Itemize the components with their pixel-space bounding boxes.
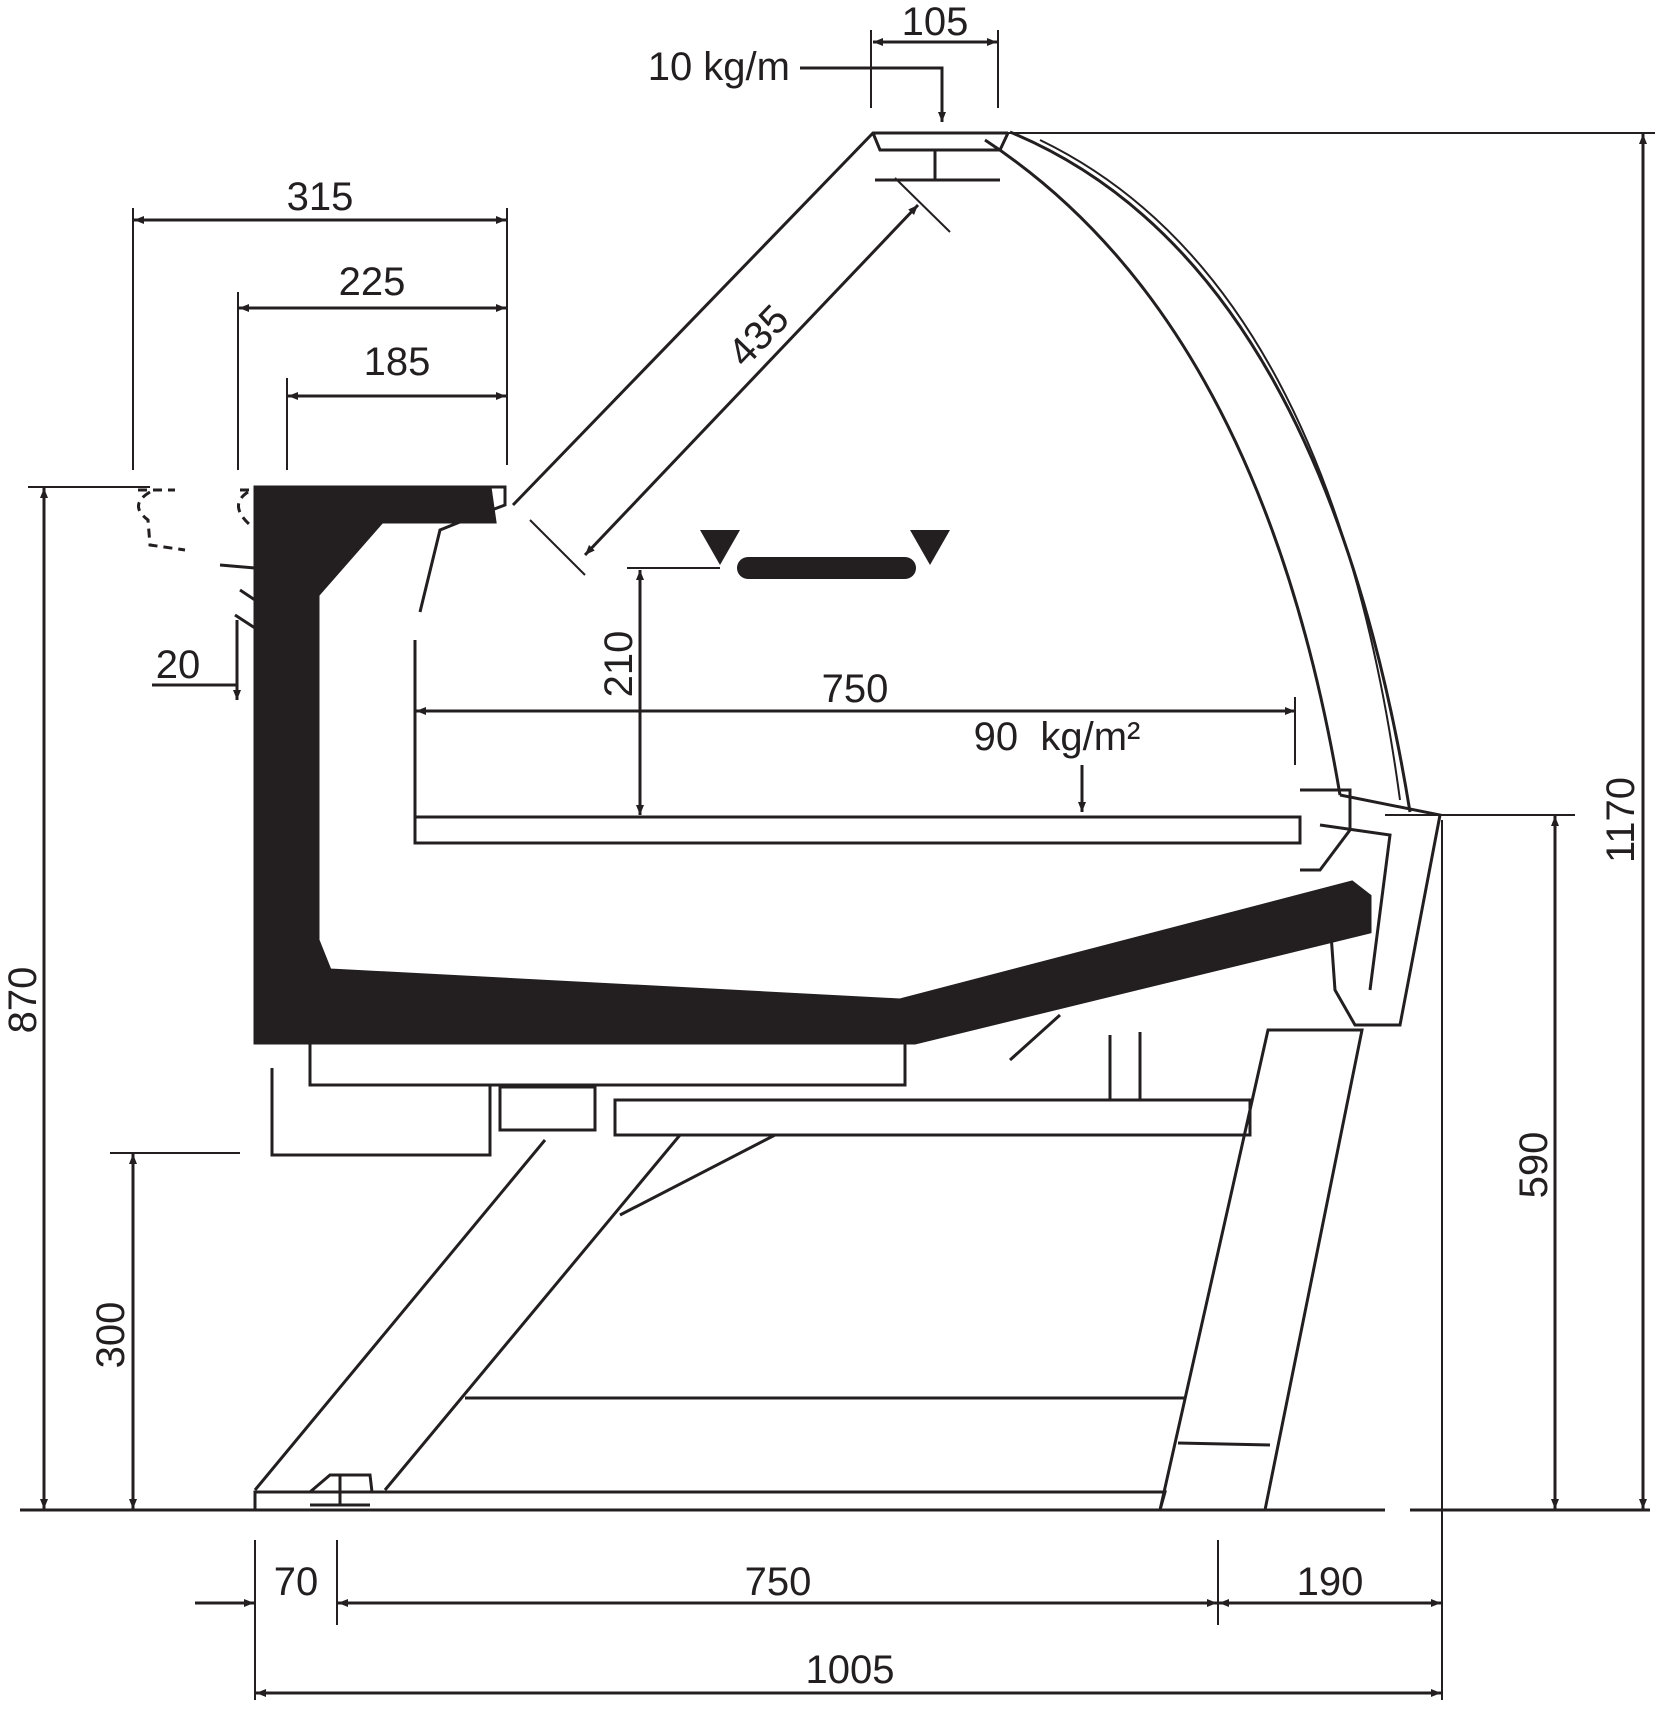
left-leg — [253, 1133, 776, 1491]
crossbeam — [613, 1098, 1252, 1137]
dim-20-line — [152, 620, 237, 700]
label-300: 300 — [89, 1302, 133, 1369]
floor-tray — [253, 1396, 1185, 1512]
label-315: 315 — [287, 175, 354, 219]
label-435: 435 — [720, 297, 798, 376]
frame-stay — [1008, 1013, 1142, 1100]
load-10-arrow — [800, 66, 946, 122]
label-70: 70 — [274, 1560, 319, 1604]
rear-cover — [255, 485, 507, 613]
dim-435-ext — [529, 177, 951, 576]
label-750-bottom: 750 — [745, 1560, 812, 1604]
front-glass-outer — [1009, 130, 1412, 813]
rear-lip — [219, 563, 256, 630]
dim-435-line — [583, 203, 920, 557]
base-box — [308, 1043, 907, 1087]
label-185: 185 — [364, 340, 431, 384]
label-590: 590 — [1512, 1132, 1556, 1199]
rear-cover-alt-315 — [137, 488, 186, 552]
label-1170: 1170 — [1599, 777, 1643, 863]
cabinet-drawing — [137, 130, 1442, 1512]
right-leg — [1158, 1028, 1364, 1512]
front-glass-outer-2 — [1039, 139, 1401, 801]
shelf-marker-right — [910, 530, 950, 565]
unit-box — [498, 1085, 597, 1132]
front-rail — [1300, 788, 1352, 872]
levelling-foot — [309, 1473, 374, 1507]
label-10-kg-m: 10 kg/m — [648, 45, 790, 89]
label-1005: 1005 — [806, 1648, 895, 1692]
label-20: 20 — [156, 643, 201, 687]
label-190: 190 — [1297, 1560, 1364, 1604]
front-profile — [1319, 793, 1442, 1027]
shelf-marker-left — [700, 530, 740, 565]
front-glass-inner — [984, 138, 1342, 796]
dimension-lines — [20, 30, 1655, 1700]
deck-shelf — [413, 815, 1302, 845]
label-870: 870 — [1, 967, 45, 1034]
dimension-labels: 105 10 kg/m 315 225 185 435 20 210 750 9… — [1, 0, 1643, 1692]
drain-box — [270, 1068, 492, 1157]
label-225: 225 — [339, 260, 406, 304]
label-750-deck: 750 — [822, 667, 889, 711]
rear-cover-alt-225 — [237, 488, 255, 527]
label-90-kg-m2: 90 kg/m² — [974, 715, 1141, 759]
label-210: 210 — [597, 631, 641, 698]
insulated-tub — [253, 485, 1372, 1045]
label-105: 105 — [902, 0, 969, 44]
